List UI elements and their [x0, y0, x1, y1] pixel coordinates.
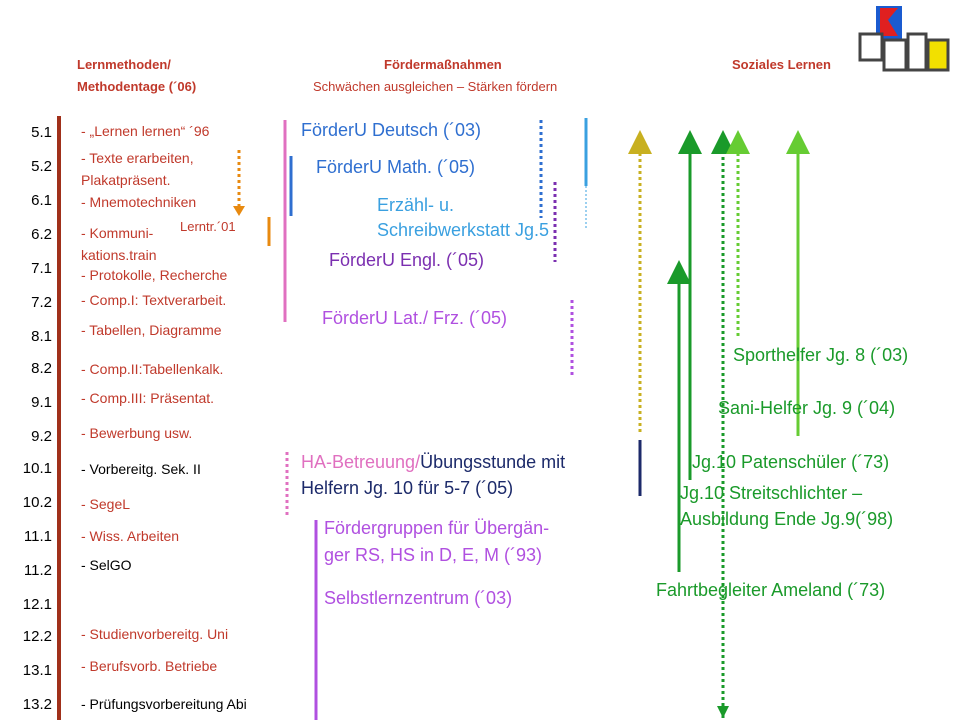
selbstlernzentrum: Selbstlernzentrum (´03): [324, 588, 513, 608]
header-col1-line2: Methodentage (´06): [77, 79, 197, 94]
foerder-engl: FörderU Engl. (´05): [329, 250, 485, 270]
grade-label: 13.1: [22, 662, 52, 679]
grade-label: 8.1: [31, 328, 52, 345]
foerder-latfrz: FörderU Lat./ Frz. (´05): [322, 308, 508, 328]
grade-label: 5.2: [31, 158, 52, 175]
grade-label: 9.1: [31, 394, 52, 411]
grade-label: 8.2: [31, 360, 52, 377]
grade-label: 11.1: [23, 528, 52, 545]
grade-label: 10.2: [22, 494, 52, 511]
sporthelfer: Sporthelfer Jg. 8 (´03): [733, 345, 909, 365]
method-item: - Studienvorbereitg. Uni: [81, 626, 229, 642]
method-item: - Comp.I: Textverarbeit.: [81, 292, 227, 308]
logo-letter-b: [882, 38, 908, 72]
streit-down-arrowhead: [717, 706, 729, 718]
streitschlichter-line1: Jg.10 Streitschlichter –: [680, 483, 863, 503]
method-item: - Comp.II:Tabellenkalk.: [81, 361, 224, 377]
grade-label: 12.2: [22, 628, 52, 645]
lerntr-label: Lerntr.´01: [180, 219, 236, 234]
grade-label: 12.1: [22, 596, 52, 613]
method-item: - Berufsvorb. Betriebe: [81, 658, 218, 674]
grade-label: 10.1: [22, 460, 52, 477]
ha-line1: HA-Betreuung/Übungsstunde mit: [301, 452, 565, 473]
erzaehl-line2: Schreibwerkstatt Jg.5: [377, 220, 550, 240]
method-item: - Protokolle, Recherche: [81, 267, 228, 283]
grade-span-bar: [57, 116, 61, 720]
method-item: - Bewerbung usw.: [81, 425, 193, 441]
method-item: - Kommuni-: [81, 225, 154, 241]
logo-letter-l: [858, 32, 884, 62]
grade-label: 5.1: [31, 124, 52, 141]
grade-label: 7.1: [31, 260, 52, 277]
foerder-math: FörderU Math. (´05): [316, 157, 476, 177]
logo-letter-l2: [926, 38, 950, 72]
ha-line1-part-a: HA-Betreuung/: [301, 452, 421, 472]
header-col1-line1: Lernmethoden/: [77, 57, 171, 72]
header-col2-line2: Schwächen ausgleichen – Stärken fördern: [313, 79, 558, 94]
foerder-deutsch: FörderU Deutsch (´03): [301, 120, 482, 140]
method-item: - Vorbereitg. Sek. II: [81, 461, 201, 477]
method-item: - Prüfungsvorbereitung Abi: [81, 696, 247, 712]
school-logo: [858, 6, 950, 72]
grade-label: 13.2: [22, 696, 52, 713]
ha-line1-part-b: Übungsstunde mit: [420, 452, 566, 472]
grade-label: 6.2: [31, 226, 52, 243]
method-item: - Comp.III: Präsentat.: [81, 390, 215, 406]
method-item: - SegeL: [81, 496, 131, 512]
ha-line2: Helfern Jg. 10 für 5-7 (´05): [301, 478, 514, 498]
logo-letter-s: [906, 32, 928, 72]
method-item: - Tabellen, Diagramme: [81, 322, 222, 338]
sani-helfer: Sani-Helfer Jg. 9 (´04): [718, 398, 896, 418]
logo-red-flame: [880, 8, 898, 36]
method-item: - SelGO: [81, 557, 132, 573]
grade-label: 11.2: [23, 562, 52, 579]
method-item: - Wiss. Arbeiten: [81, 528, 180, 544]
fahrtbegleiter: Fahrtbegleiter Ameland (´73): [656, 580, 886, 600]
method-item: kations.train: [81, 247, 157, 263]
method-item: Plakatpräsent.: [81, 172, 171, 188]
grade-label: 9.2: [31, 428, 52, 445]
grade-label: 7.2: [31, 294, 52, 311]
foerdergruppen-line2: ger RS, HS in D, E, M (´93): [324, 545, 543, 565]
patenschueler: Jg.10 Patenschüler (´73): [692, 452, 890, 472]
method-item: - Mnemotechniken: [81, 194, 197, 210]
method-item: - Texte erarbeiten,: [81, 150, 194, 166]
method-item: - „Lernen lernen“ ´96: [81, 123, 210, 139]
erzaehl-line1: Erzähl- u.: [377, 195, 455, 215]
foerdergruppen-line1: Fördergruppen für Übergän-: [324, 518, 550, 538]
header-col3-line1: Soziales Lernen: [732, 57, 831, 72]
lerntr-arrowhead: [233, 206, 245, 216]
header-col2-line1: Fördermaßnahmen: [384, 57, 502, 72]
streitschlichter-line2: Ausbildung Ende Jg.9(´98): [680, 509, 894, 529]
grade-label: 6.1: [31, 192, 52, 209]
